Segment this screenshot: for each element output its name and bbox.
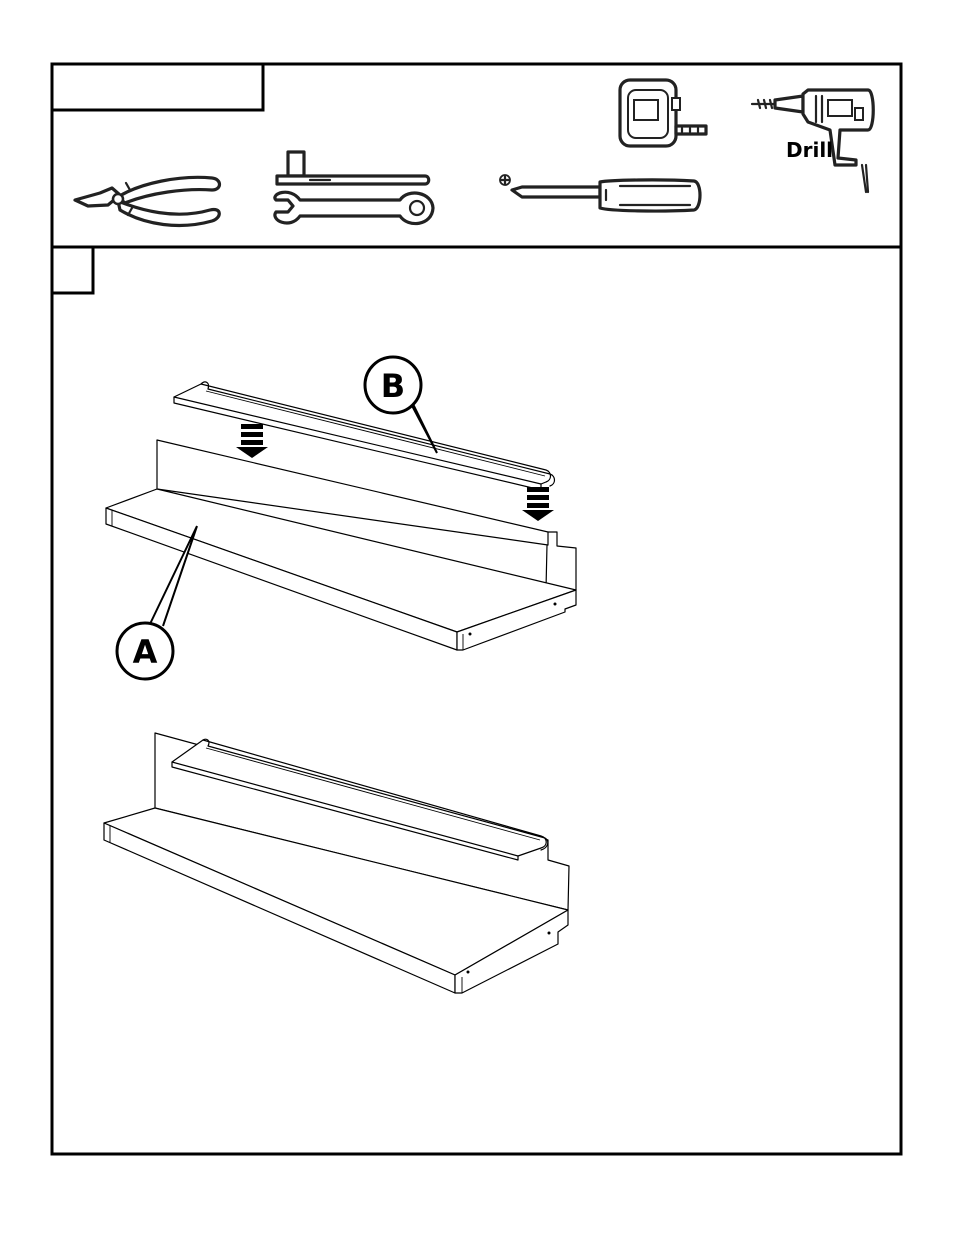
screwdriver-icon [500, 175, 700, 211]
callout-b-label: B [381, 367, 405, 405]
step-number-box [52, 247, 93, 293]
diagram-assembled [104, 733, 569, 993]
down-arrow-left [236, 424, 268, 458]
drill-icon: Drill [752, 90, 873, 192]
diagram-exploded: B A [106, 357, 576, 679]
callout-a-label: A [133, 633, 158, 671]
wrench-icon [275, 152, 433, 224]
tools-header-box [52, 64, 263, 110]
drill-label: Drill [786, 138, 833, 162]
down-arrow-right [522, 487, 554, 521]
pliers-icon [75, 177, 220, 225]
callout-a: A [117, 526, 197, 679]
tape-measure-icon [620, 80, 706, 146]
